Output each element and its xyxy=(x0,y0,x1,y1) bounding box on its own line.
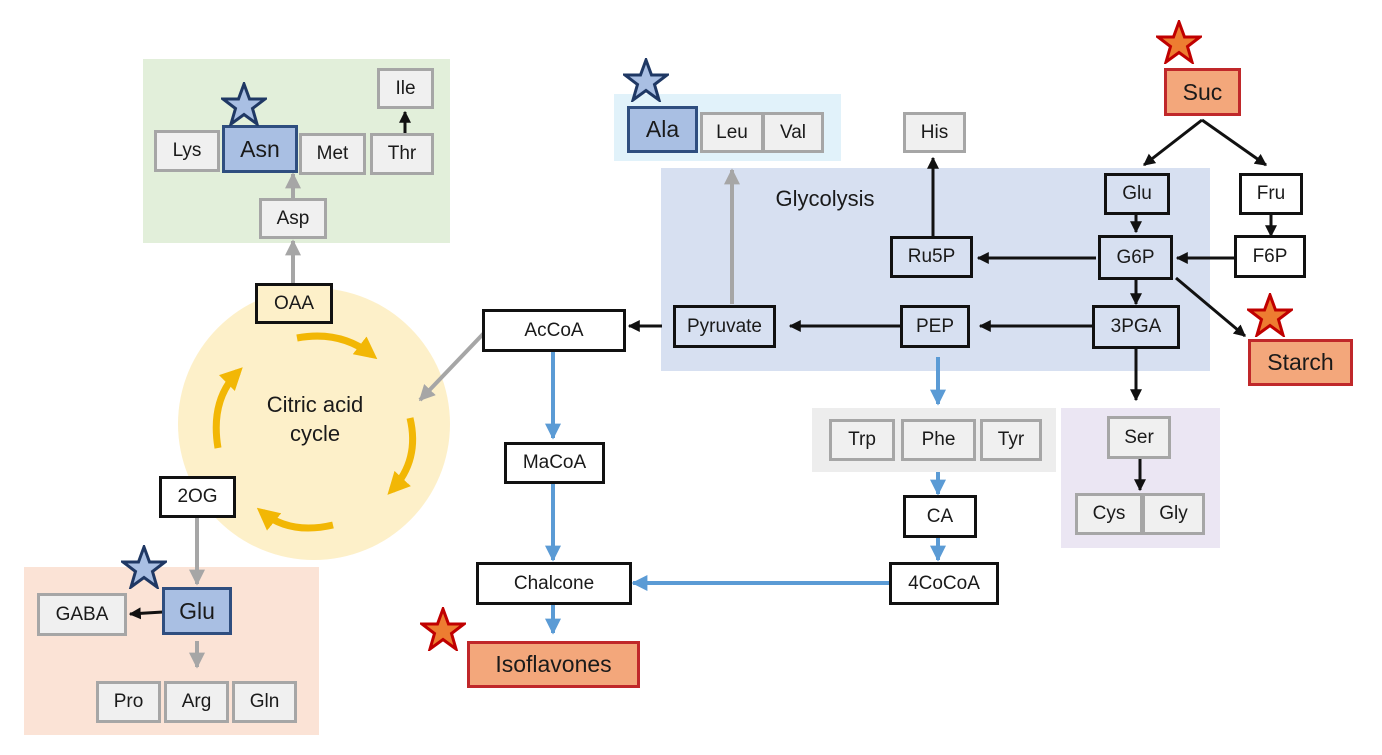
node-2og: 2OG xyxy=(159,476,236,518)
node-leu: Leu xyxy=(700,112,764,153)
blue-star-icon xyxy=(623,58,669,102)
node-pro: Pro xyxy=(96,681,161,723)
node-phe: Phe xyxy=(901,419,976,461)
node-gly: Gly xyxy=(1142,493,1205,535)
node-starch: Starch xyxy=(1248,339,1353,386)
node-glu-aa: Glu xyxy=(162,587,232,635)
node-ser: Ser xyxy=(1107,416,1171,459)
citric-acid-cycle-label-line2: cycle xyxy=(289,421,341,446)
node-isoflavones: Isoflavones xyxy=(467,641,640,688)
node-chalcone: Chalcone xyxy=(476,562,632,605)
node-g6p: G6P xyxy=(1098,235,1173,280)
node-pep: PEP xyxy=(900,305,970,348)
node-asp: Asp xyxy=(259,198,327,239)
glycolysis-label: Glycolysis xyxy=(775,186,875,211)
red-star-icon xyxy=(420,607,466,651)
node-met: Met xyxy=(299,133,366,175)
node-ile: Ile xyxy=(377,68,434,109)
node-his: His xyxy=(903,112,966,153)
red-star-icon xyxy=(1247,293,1293,337)
node-val: Val xyxy=(762,112,824,153)
arrow-suc-to-glu xyxy=(1143,118,1203,167)
blue-star-icon xyxy=(221,82,267,126)
node-accoa: AcCoA xyxy=(482,309,626,352)
red-star-icon xyxy=(1156,20,1202,64)
node-thr: Thr xyxy=(370,133,434,175)
node-pyruvate: Pyruvate xyxy=(673,305,776,348)
node-macoa: MaCoA xyxy=(504,442,605,484)
node-asn: Asn xyxy=(222,125,298,173)
node-trp: Trp xyxy=(829,419,895,461)
node-lys: Lys xyxy=(154,130,220,172)
node-fru: Fru xyxy=(1239,173,1303,215)
node-ca: CA xyxy=(903,495,977,538)
blue-star-icon xyxy=(121,545,167,589)
node-oaa: OAA xyxy=(255,283,333,324)
node-4cocoa: 4CoCoA xyxy=(889,562,999,605)
node-arg: Arg xyxy=(164,681,229,723)
node-f6p: F6P xyxy=(1234,235,1306,278)
node-cys: Cys xyxy=(1075,493,1143,535)
node-ru5p: Ru5P xyxy=(890,236,973,278)
node-suc: Suc xyxy=(1164,68,1241,116)
node-3pga: 3PGA xyxy=(1092,305,1180,349)
node-ala: Ala xyxy=(627,106,698,153)
node-gaba: GABA xyxy=(37,593,127,636)
node-glu-sugar: Glu xyxy=(1104,173,1170,215)
node-gln: Gln xyxy=(232,681,297,723)
arrow-suc-to-fru xyxy=(1201,118,1267,167)
node-tyr: Tyr xyxy=(980,419,1042,461)
citric-acid-cycle-label-line1: Citric acid xyxy=(266,392,364,417)
